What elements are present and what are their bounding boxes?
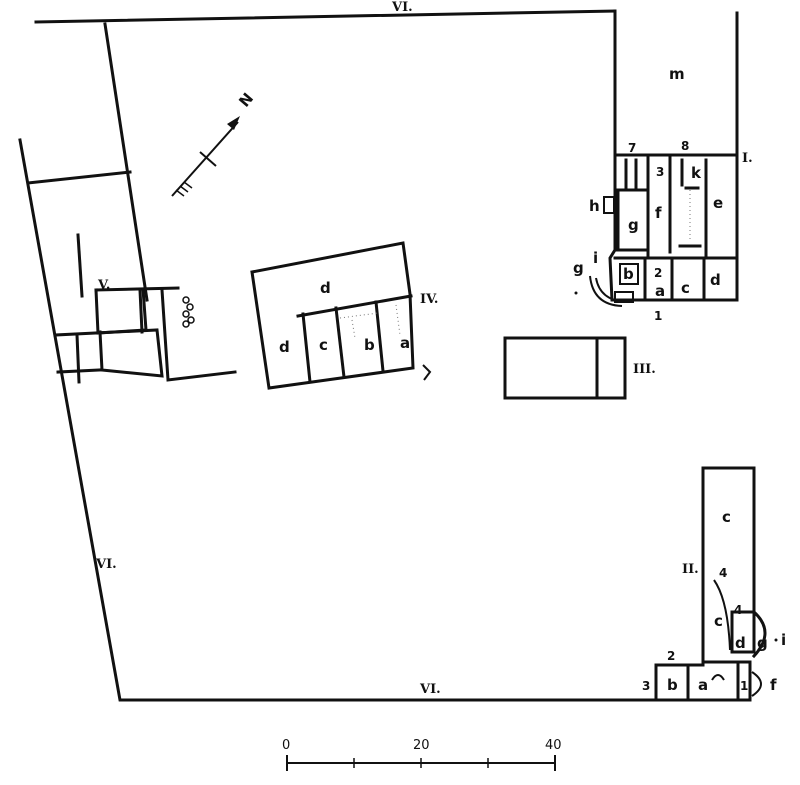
- label-building-i: I.: [742, 151, 753, 166]
- room-ii-f: f: [770, 676, 777, 694]
- num-ii-1: 1: [740, 679, 748, 693]
- room-g2: g: [573, 259, 584, 277]
- building-iii: [503, 336, 627, 400]
- north-arrow: [171, 116, 240, 197]
- room-ii-d: d: [735, 634, 746, 652]
- building-v: [53, 233, 195, 384]
- room-i: i: [593, 249, 598, 267]
- room-h: h: [589, 197, 600, 215]
- num-ii-3: 3: [642, 679, 650, 693]
- room-ii-g: g: [757, 634, 768, 652]
- scale-0: 0: [282, 738, 290, 753]
- room-k: k: [691, 164, 702, 182]
- room-ii-c-mid: c: [714, 612, 723, 630]
- num-3: 3: [656, 165, 664, 179]
- label-building-iv: IV.: [420, 292, 438, 307]
- room-g: g: [628, 216, 639, 234]
- room-d: d: [710, 271, 721, 289]
- num-ii-2: 2: [667, 649, 675, 663]
- scale-40: 40: [545, 738, 562, 753]
- label-building-iii: III.: [633, 362, 656, 377]
- room-c: c: [681, 279, 690, 297]
- enclosure-walls: [18, 9, 658, 702]
- room-ii-a: a: [698, 676, 708, 694]
- building-iv: [250, 241, 432, 390]
- building-ii: [654, 466, 778, 702]
- label-vi-left: VI.: [95, 557, 117, 572]
- room-e: e: [713, 194, 723, 212]
- room-ii-c-top: c: [722, 508, 731, 526]
- label-vi-bottom: VI.: [419, 682, 441, 697]
- building-i: [574, 9, 739, 307]
- room-iv-d-top: d: [320, 279, 331, 297]
- num-1: 1: [654, 309, 662, 323]
- room-a: a: [655, 282, 665, 300]
- room-iv-c: c: [319, 336, 328, 354]
- scale-20: 20: [413, 738, 430, 753]
- num-2: 2: [654, 266, 662, 280]
- scale-bar: [286, 755, 556, 771]
- room-m: m: [669, 65, 685, 83]
- label-vi-top: VI.: [391, 0, 413, 15]
- room-iv-b: b: [364, 336, 375, 354]
- label-building-ii: II.: [682, 562, 699, 577]
- label-building-v: V.: [97, 278, 110, 293]
- north-label: N: [235, 89, 257, 110]
- room-ii-b: b: [667, 676, 678, 694]
- room-iv-d-left: d: [279, 338, 290, 356]
- num-ii-4a: 4: [719, 566, 727, 580]
- num-7: 7: [628, 141, 636, 155]
- room-b: b: [623, 265, 634, 283]
- room-iv-a: a: [400, 334, 410, 352]
- room-ii-i: i: [781, 631, 786, 649]
- room-f: f: [655, 204, 662, 222]
- num-8: 8: [681, 139, 689, 153]
- num-ii-4b: 4: [734, 603, 742, 617]
